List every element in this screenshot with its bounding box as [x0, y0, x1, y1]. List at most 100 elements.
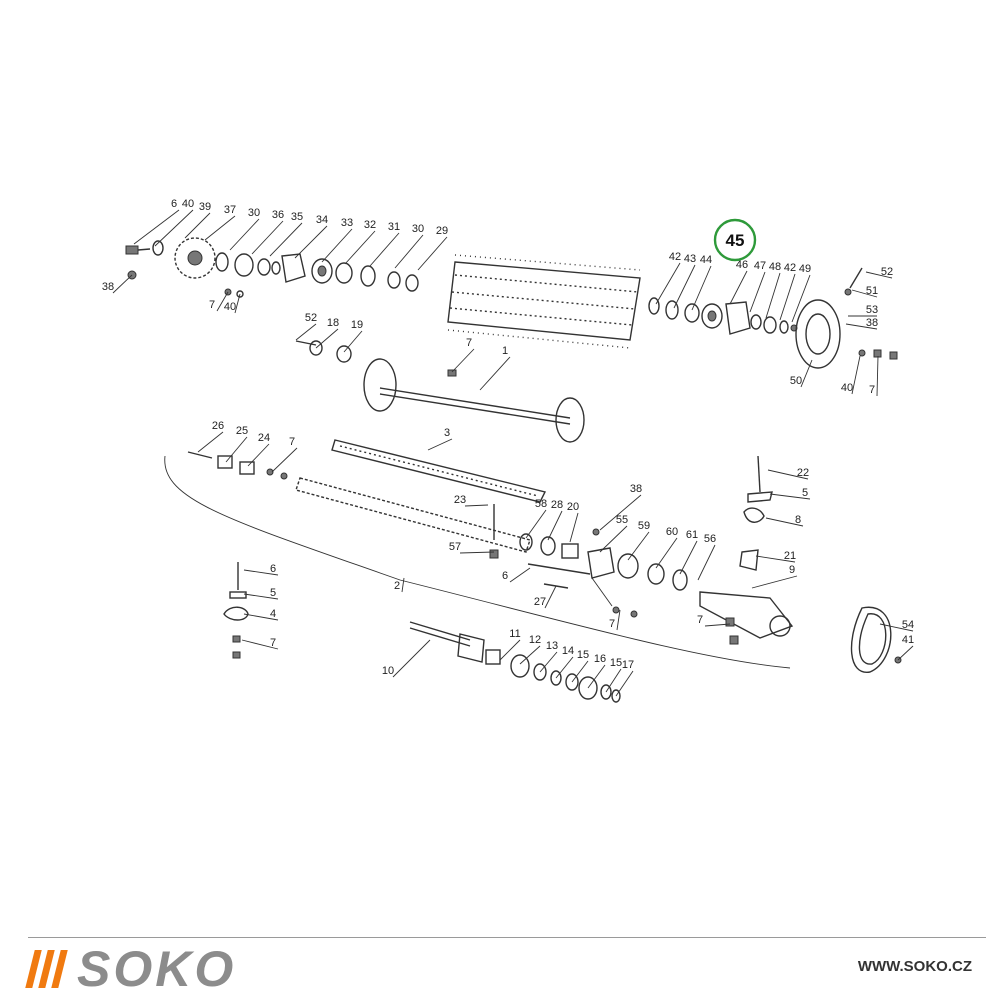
- nut-38c: [592, 528, 600, 536]
- ring-36: [257, 258, 271, 276]
- bearing-59: [617, 553, 639, 579]
- callout-leader-c-11: [499, 639, 521, 661]
- callout-leader-c-17: [615, 670, 634, 697]
- callout-leader-c-51: [851, 289, 878, 298]
- callout-leader-c-15a: [571, 660, 589, 683]
- bolt-52b: [849, 267, 863, 289]
- callout-leader-c-41: [897, 645, 914, 661]
- callout-leader-c-26: [197, 431, 224, 453]
- callout-leader-c-14: [555, 656, 574, 679]
- callout-label-c-40b: 40: [224, 301, 236, 313]
- callout-label-c-38c: 38: [630, 483, 642, 495]
- callout-label-c-21: 21: [784, 550, 796, 562]
- callout-leader-c-54: [879, 623, 914, 632]
- callout-label-c-7g: 7: [697, 614, 703, 626]
- callout-label-c-38b: 38: [866, 317, 878, 329]
- callout-label-c-28: 28: [551, 499, 563, 511]
- clip-5: [747, 491, 773, 503]
- callout-label-c-30b: 30: [412, 223, 424, 235]
- callout-leader-c-9: [751, 575, 798, 589]
- ring-15a: [565, 673, 579, 691]
- callout-label-c-25: 25: [236, 425, 248, 437]
- callout-leader-c-19: [343, 330, 363, 353]
- callout-leader-c-46: [729, 270, 748, 305]
- callout-leader-c-40a: [154, 209, 194, 247]
- callout-label-c-42a: 42: [669, 251, 681, 263]
- bushing-20: [561, 543, 579, 559]
- callout-leader-c-59: [627, 531, 650, 561]
- callout-leader-c-36: [251, 220, 284, 255]
- shaft-1-edge: [379, 393, 571, 425]
- callout-label-c-1: 1: [502, 345, 508, 357]
- callout-leader-c-47: [749, 271, 766, 313]
- callout-label-c-19: 19: [351, 319, 363, 331]
- callout-leader-c-42a: [655, 262, 681, 305]
- circlip-42b: [779, 320, 789, 334]
- bristle-tips-bottom: [447, 329, 631, 349]
- callout-label-c-44: 44: [700, 254, 712, 266]
- roller-body: [447, 261, 641, 341]
- callout-leader-c-40c: [851, 355, 861, 395]
- callout-label-c-59: 59: [638, 520, 650, 532]
- callout-label-c-10: 10: [382, 665, 394, 677]
- nut-57: [489, 549, 499, 559]
- callout-leader-c-52b: [865, 271, 893, 279]
- callout-label-c-5l: 5: [270, 587, 276, 599]
- circlip-37: [215, 252, 229, 272]
- nut-7j: [729, 635, 739, 645]
- end-plate-inner: [805, 313, 831, 355]
- callout-label-c-6m: 6: [502, 570, 508, 582]
- ring-47: [750, 314, 762, 330]
- callout-label-c-16: 16: [594, 653, 606, 665]
- nut-7e: [266, 468, 274, 476]
- callout-leader-c-2: [401, 577, 405, 593]
- callout-leader-c-32: [344, 230, 376, 265]
- callout-label-c-39: 39: [199, 201, 211, 213]
- callout-leader-c-12: [519, 645, 541, 665]
- callout-leader-c-7b: [451, 348, 475, 373]
- brand-logo: SOKO: [25, 941, 237, 997]
- callout-label-c-34: 34: [316, 214, 328, 226]
- callout-leader-c-7g: [704, 623, 731, 627]
- roller-2: [295, 477, 531, 553]
- nut-7g: [612, 606, 620, 614]
- callout-label-c-7f: 7: [270, 637, 276, 649]
- callout-label-c-7b: 7: [466, 337, 472, 349]
- housing-55: [587, 547, 615, 579]
- callout-label-c-43: 43: [684, 253, 696, 265]
- washer-51: [844, 288, 852, 296]
- circlip-42: [648, 297, 660, 315]
- left-drive-assembly: [125, 237, 419, 298]
- callout-leader-c-6a: [133, 209, 180, 245]
- nut-7c: [873, 349, 882, 358]
- bearing-45: [701, 303, 723, 329]
- callout-leader-c-7c: [876, 355, 879, 397]
- callout-leader-c-28: [547, 510, 563, 541]
- callout-leader-c-60: [655, 537, 678, 569]
- bolt-6: [125, 245, 139, 255]
- belt-54: [850, 606, 892, 673]
- nut-line: [591, 577, 613, 607]
- callout-leader-c-15b: [605, 668, 622, 693]
- logo-bar: [51, 950, 68, 988]
- callout-leader-c-33: [321, 228, 353, 263]
- callout-label-c-11: 11: [509, 628, 520, 640]
- callout-leader-c-20: [569, 512, 579, 543]
- ring-48: [763, 316, 777, 334]
- shaft-10-collar: [457, 633, 485, 663]
- callout-label-c-15b: 15: [610, 657, 622, 669]
- callout-leader-c-48: [765, 272, 781, 319]
- callout-label-c-7c: 7: [869, 384, 875, 396]
- nut-7f: [280, 472, 288, 480]
- callout-leader-c-44: [691, 265, 712, 311]
- callout-label-c-35: 35: [291, 211, 303, 223]
- nut-7b: [447, 369, 457, 377]
- housing-46: [725, 301, 751, 335]
- bushing-24: [239, 461, 255, 475]
- callout-label-c-2: 2: [394, 580, 400, 592]
- callout-label-c-6l: 6: [270, 563, 276, 575]
- callout-label-c-49: 49: [799, 263, 811, 275]
- brand-name: SOKO: [77, 941, 237, 997]
- callout-label-c-56: 56: [704, 533, 716, 545]
